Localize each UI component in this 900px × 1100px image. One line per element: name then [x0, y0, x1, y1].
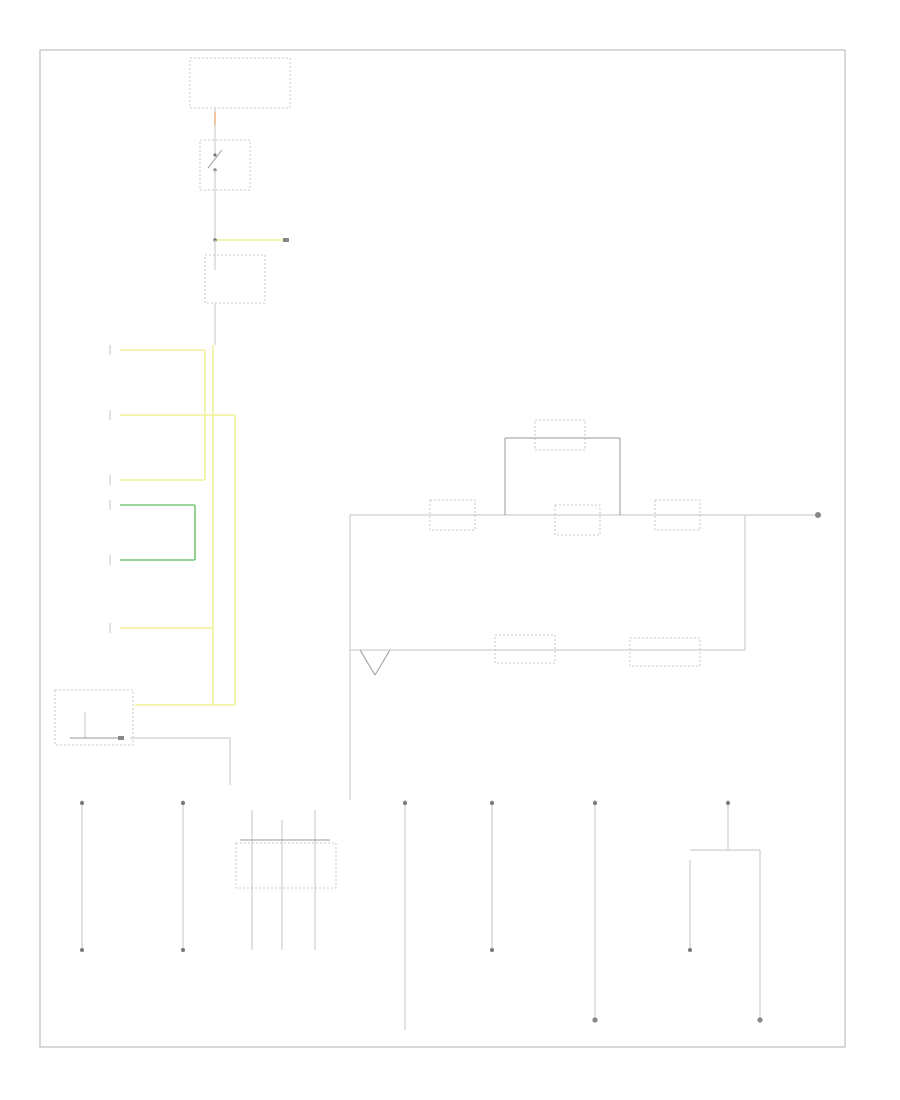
green-signal-loop [120, 504, 196, 561]
ignition-switch [199, 130, 251, 240]
fuse-block-mid [204, 240, 266, 345]
diagram-frame [39, 49, 846, 1048]
bottom-branches [80, 800, 763, 1030]
splice-top-right-branch [213, 238, 289, 242]
left-switch-box [54, 689, 231, 785]
right-data-bus [349, 419, 821, 800]
right-lower-loop [350, 515, 746, 676]
top-power-source [189, 57, 291, 130]
yellow-power-bus [120, 345, 236, 706]
